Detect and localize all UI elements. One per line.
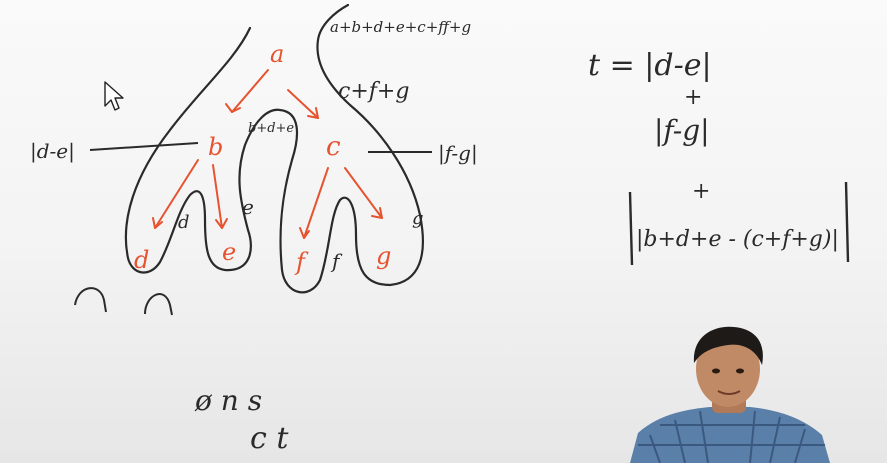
formula-plus-2: + — [692, 179, 710, 204]
right-abs: |f-g| — [438, 141, 478, 166]
edge-label-d: d — [178, 212, 190, 233]
presenter-webcam — [630, 325, 830, 463]
node-d: d — [134, 246, 149, 274]
formula-plus-1: + — [684, 85, 702, 110]
inner-sum: b+d+e — [248, 121, 294, 136]
presenter-figure — [630, 326, 830, 463]
bottom-note-1: ø n s — [194, 384, 262, 417]
edge-label-f: f — [330, 249, 343, 273]
arch-2 — [144, 293, 173, 316]
node-c: c — [326, 132, 341, 162]
mouse-pointer-icon — [104, 81, 124, 111]
edge-label-e: e — [242, 195, 254, 219]
node-g: g — [376, 242, 391, 270]
formula-term-3: |b+d+e - (c+f+g)| — [636, 227, 839, 252]
bottom-note-2: c t — [250, 421, 289, 456]
formula-term-2: |f-g| — [654, 114, 710, 147]
formula-lhs: t = |d-e| — [588, 48, 712, 83]
edge-label-g: g — [412, 208, 424, 229]
node-f: f — [294, 248, 309, 276]
arch-1 — [74, 287, 107, 313]
node-e: e — [222, 238, 236, 266]
right-sum: c+f+g — [338, 79, 409, 104]
node-b: b — [208, 133, 223, 161]
top-sum: a+b+d+e+c+ff+g — [330, 18, 471, 36]
abs-bar-right — [844, 181, 850, 263]
left-abs-leader — [89, 142, 199, 151]
abs-bar-left — [628, 191, 634, 266]
left-abs: |d-e| — [30, 139, 75, 164]
tree-edges — [152, 69, 383, 239]
tree-outline — [124, 3, 424, 294]
node-a: a — [270, 40, 284, 68]
